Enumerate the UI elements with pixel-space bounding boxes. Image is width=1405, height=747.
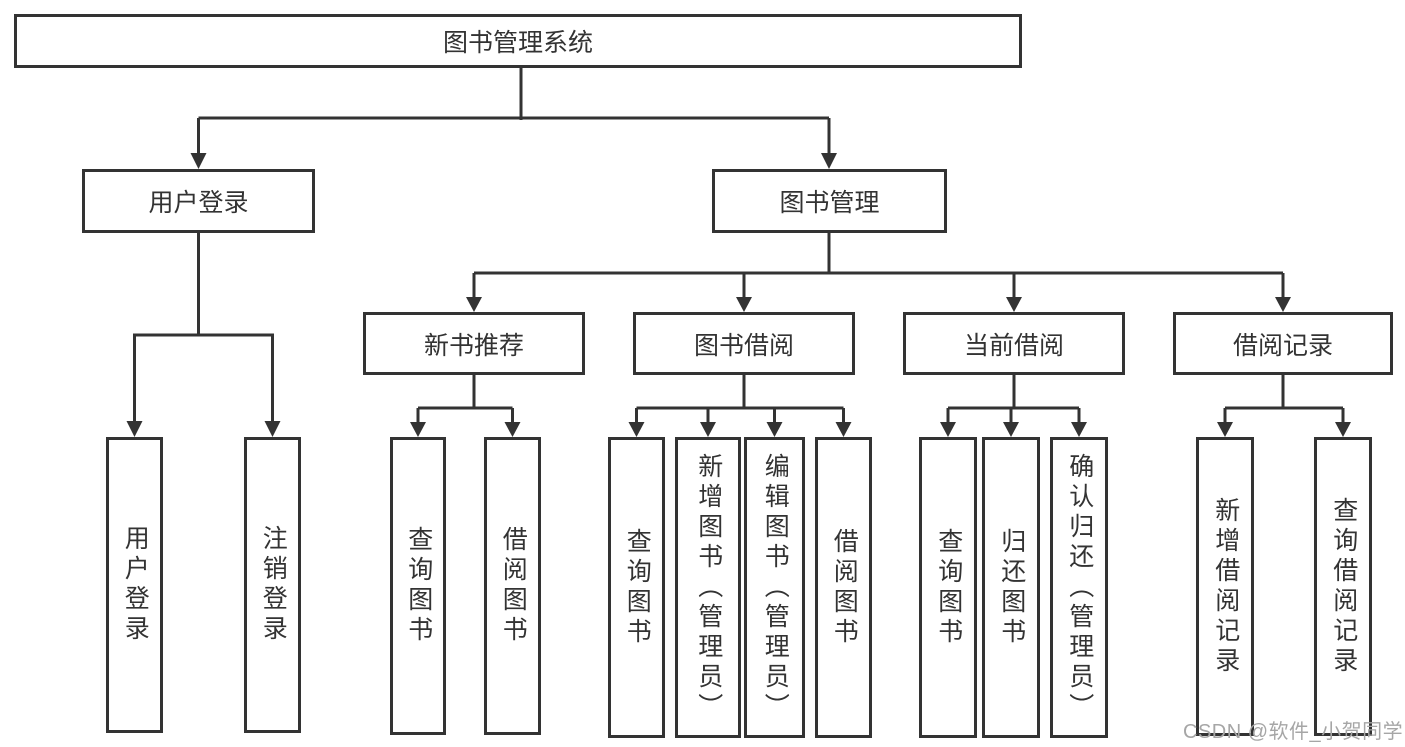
edge-new-book-rec-to-leaves bbox=[410, 375, 521, 437]
leaf-confirm-return-admin: 确认归还（管理员） bbox=[1050, 437, 1108, 738]
arrowhead-down-icon bbox=[835, 422, 852, 437]
arrowhead-down-icon bbox=[504, 422, 521, 437]
leaf-logout: 注销登录 bbox=[244, 437, 301, 733]
leaf-add-books-admin-label: 新增图书（管理员） bbox=[694, 452, 723, 723]
arrowhead-down-icon bbox=[264, 421, 281, 437]
arrowhead-down-icon bbox=[940, 422, 956, 437]
leaf-edit-books-admin-label: 编辑图书（管理员） bbox=[761, 452, 790, 723]
leaf-borrow-books: 借阅图书 bbox=[815, 437, 872, 738]
edge-book-borrow-to-leaves bbox=[628, 375, 852, 437]
leaf-add-borrow-record: 新增借阅记录 bbox=[1196, 437, 1254, 736]
leaf-add-books-admin: 新增图书（管理员） bbox=[675, 437, 741, 738]
leaf-borrow-books-label: 借阅图书 bbox=[830, 527, 859, 648]
node-borrow-records: 借阅记录 bbox=[1173, 312, 1393, 375]
leaf-query-books-current: 查询图书 bbox=[919, 437, 977, 738]
node-book-management: 图书管理 bbox=[712, 169, 947, 233]
arrowhead-down-icon bbox=[1275, 297, 1291, 312]
arrowhead-down-icon bbox=[628, 422, 645, 437]
node-book-management-label: 图书管理 bbox=[779, 189, 880, 217]
leaf-return-books: 归还图书 bbox=[982, 437, 1040, 738]
leaf-query-books-borrow-label: 查询图书 bbox=[623, 527, 652, 648]
leaf-borrow-books-recommend-label: 借阅图书 bbox=[499, 526, 528, 646]
node-user-login: 用户登录 bbox=[82, 169, 315, 233]
node-root-label: 图书管理系统 bbox=[442, 29, 593, 57]
arrowhead-down-icon bbox=[190, 153, 207, 169]
edge-user-login-to-leaves bbox=[126, 233, 281, 437]
node-new-book-recommend: 新书推荐 bbox=[363, 312, 585, 375]
arrowhead-down-icon bbox=[736, 297, 752, 312]
leaf-query-books-borrow: 查询图书 bbox=[608, 437, 665, 738]
arrowhead-down-icon bbox=[1217, 422, 1233, 437]
arrowhead-down-icon bbox=[126, 421, 143, 437]
leaf-user-login: 用户登录 bbox=[106, 437, 163, 733]
leaf-logout-label: 注销登录 bbox=[259, 525, 288, 645]
leaf-return-books-label: 归还图书 bbox=[997, 527, 1026, 648]
arrowhead-down-icon bbox=[766, 422, 783, 437]
node-new-book-recommend-label: 新书推荐 bbox=[423, 331, 524, 360]
node-current-borrow-label: 当前借阅 bbox=[963, 331, 1064, 360]
arrowhead-down-icon bbox=[1071, 422, 1087, 437]
leaf-query-borrow-record: 查询借阅记录 bbox=[1314, 437, 1372, 736]
arrowhead-down-icon bbox=[466, 297, 482, 312]
edge-book-mgmt-to-level3 bbox=[466, 233, 1291, 312]
arrowhead-down-icon bbox=[700, 422, 716, 437]
arrowhead-down-icon bbox=[1006, 297, 1022, 312]
csdn-watermark: CSDN @软件_小贺同学 bbox=[1183, 721, 1404, 743]
leaf-borrow-books-recommend: 借阅图书 bbox=[484, 437, 541, 735]
arrowhead-down-icon bbox=[1335, 422, 1351, 437]
node-current-borrow: 当前借阅 bbox=[903, 312, 1125, 375]
leaf-query-borrow-record-label: 查询借阅记录 bbox=[1329, 496, 1358, 677]
arrowhead-down-icon bbox=[410, 422, 426, 437]
edge-borrow-records-to-leaves bbox=[1217, 375, 1351, 437]
leaf-query-books-recommend-label: 查询图书 bbox=[404, 526, 433, 646]
leaf-confirm-return-admin-label: 确认归还（管理员） bbox=[1065, 452, 1094, 723]
edge-root-to-level2 bbox=[190, 68, 837, 169]
arrowhead-down-icon bbox=[821, 153, 837, 169]
node-user-login-label: 用户登录 bbox=[148, 189, 249, 217]
leaf-query-books-current-label: 查询图书 bbox=[934, 527, 963, 648]
node-borrow-records-label: 借阅记录 bbox=[1232, 331, 1333, 360]
node-book-borrow: 图书借阅 bbox=[633, 312, 855, 375]
leaf-user-login-label: 用户登录 bbox=[121, 525, 150, 645]
leaf-edit-books-admin: 编辑图书（管理员） bbox=[744, 437, 805, 738]
node-root: 图书管理系统 bbox=[14, 14, 1022, 68]
leaf-query-books-recommend: 查询图书 bbox=[390, 437, 446, 735]
edge-current-borrow-to-leaves bbox=[940, 375, 1087, 437]
arrowhead-down-icon bbox=[1003, 422, 1019, 437]
node-book-borrow-label: 图书借阅 bbox=[693, 331, 794, 360]
leaf-add-borrow-record-label: 新增借阅记录 bbox=[1211, 496, 1240, 677]
